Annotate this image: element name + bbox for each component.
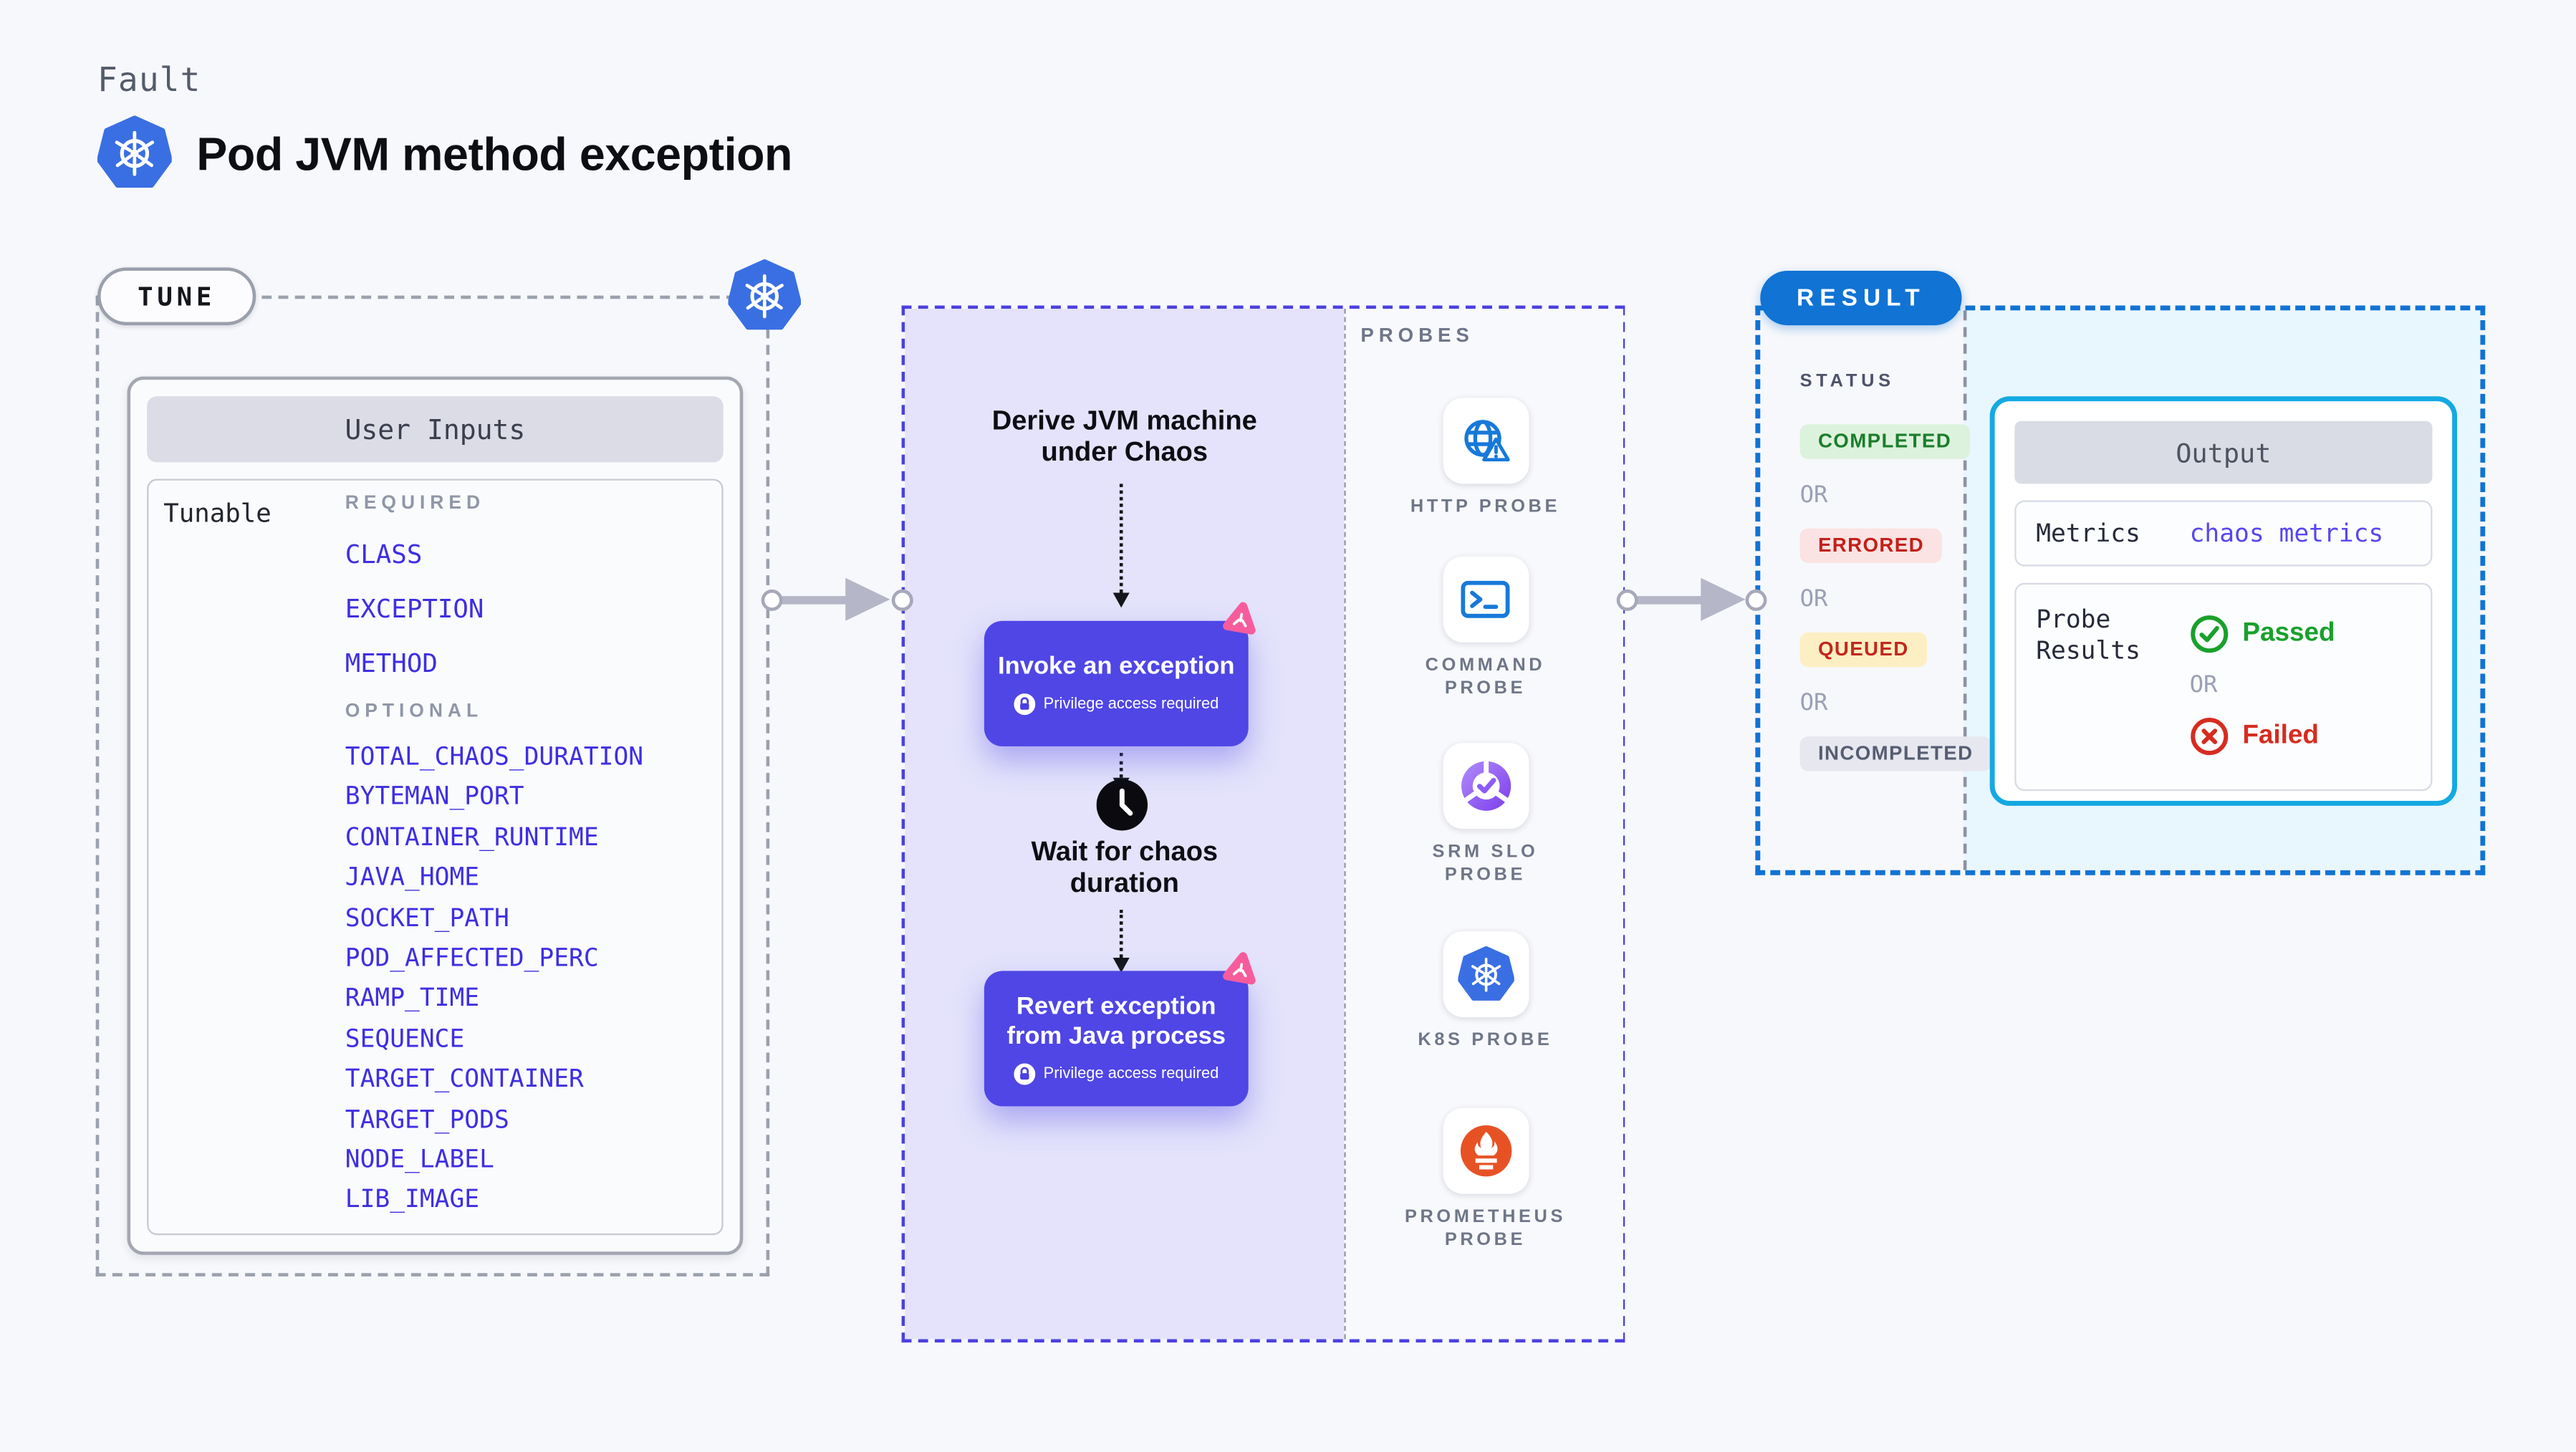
globe-alert-icon	[1442, 398, 1529, 484]
tunable-item-byteman_port: BYTEMAN_PORT	[345, 782, 524, 812]
revert-exception-node: Revert exception from Java process Privi…	[984, 971, 1249, 1107]
tunable-item-target_container: TARGET_CONTAINER	[345, 1063, 584, 1094]
or-label: OR	[1799, 482, 1828, 509]
terminal-icon	[1442, 556, 1529, 643]
probe-label: HTTP PROBE	[1410, 496, 1560, 517]
result-pill: RESULT	[1760, 271, 1962, 326]
probe-label: K8S PROBE	[1418, 1030, 1553, 1051]
or-label: OR	[1799, 690, 1828, 717]
tunable-item-java_home: JAVA_HOME	[345, 862, 480, 893]
status-badge-incompleted: INCOMPLETED	[1799, 736, 1991, 771]
probe-results-label: Probe Results	[2036, 604, 2140, 665]
page-title: Pod JVM method exception	[196, 128, 793, 181]
connector-dot	[760, 588, 782, 610]
flow-arrow-execution-to-result	[1635, 577, 1750, 621]
execution-flow-area: Derive JVM machine under Chaos Invoke an…	[905, 309, 1345, 1340]
wait-step-text: Wait for chaos duration	[1031, 837, 1219, 898]
probes-heading: PROBES	[1360, 323, 1474, 347]
privilege-note: Privilege access required	[1014, 1063, 1219, 1085]
group-label-optional: OPTIONAL	[345, 701, 484, 722]
connector-dot	[1615, 588, 1638, 610]
dotted-connector	[1119, 910, 1123, 958]
tunable-item-container_runtime: CONTAINER_RUNTIME	[345, 822, 599, 852]
tunable-item-ramp_time: RAMP_TIME	[345, 983, 480, 1013]
tunable-item-exception: EXCEPTION	[345, 594, 484, 625]
slo-gauge-icon	[1442, 743, 1529, 830]
probe-label: COMMAND PROBE	[1425, 655, 1546, 699]
tunable-item-target_pods: TARGET_PODS	[345, 1104, 509, 1134]
revert-node-title: Revert exception from Java process	[1006, 992, 1226, 1051]
status-heading: STATUS	[1799, 371, 1895, 392]
flow-arrow-tune-to-execution	[779, 577, 895, 621]
tunable-list: REQUIRED CLASS EXCEPTION METHOD OPTIONAL TOTA…	[345, 494, 643, 1212]
user-inputs-body: Tunable REQUIRED CLASS EXCEPTION METHOD OPTI…	[147, 479, 724, 1236]
output-title: Output	[2014, 420, 2433, 484]
connector-dot	[1745, 588, 1767, 610]
invoke-exception-node: Invoke an exception Privilege access req…	[984, 620, 1249, 746]
dotted-connector	[1119, 753, 1123, 778]
status-badge-completed: COMPLETED	[1799, 424, 1970, 459]
status-list: STATUS COMPLETED OR ERRORED OR QUEUED OR INCOMP…	[1799, 371, 1991, 796]
metrics-label: Metrics	[2036, 517, 2140, 548]
metrics-row: Metrics chaos metrics	[2014, 500, 2433, 567]
prometheus-icon	[1442, 1107, 1529, 1193]
probe-results-row: Probe Results Passed OR Failed	[2014, 582, 2433, 792]
group-label-required: REQUIRED	[345, 494, 486, 514]
failed-verdict: Failed	[2190, 716, 2319, 756]
tune-pill: TUNE	[97, 267, 256, 326]
user-inputs-card: User Inputs Tunable REQUIRED CLASS EXCEPTI…	[127, 376, 744, 1255]
probe-item-prometheus: PROMETHEUS PROBE	[1346, 1107, 1625, 1251]
kubernetes-icon	[727, 259, 802, 332]
tunable-label: Tunable	[163, 499, 271, 529]
probe-item-k8s: K8S PROBE	[1346, 931, 1625, 1052]
invoke-node-title: Invoke an exception	[997, 652, 1235, 681]
metrics-value: chaos metrics	[2189, 518, 2384, 549]
kubernetes-icon	[96, 115, 173, 190]
verdict-column: Passed OR Failed	[2190, 585, 2335, 756]
tunable-item-node_label: NODE_LABEL	[345, 1144, 494, 1174]
chaos-spark-icon	[1223, 951, 1258, 994]
connector-dot	[891, 588, 913, 610]
tunable-item-lib_image: LIB_IMAGE	[345, 1184, 480, 1214]
privilege-note: Privilege access required	[1014, 693, 1219, 716]
derive-step-text: Derive JVM machine under Chaos	[991, 406, 1257, 468]
or-label: OR	[2189, 672, 2218, 699]
probe-label: PROMETHEUS PROBE	[1404, 1206, 1566, 1249]
tunable-item-sequence: SEQUENCE	[345, 1023, 465, 1054]
chaos-spark-icon	[1223, 601, 1258, 644]
execution-panel: Derive JVM machine under Chaos Invoke an…	[901, 305, 1625, 1343]
passed-verdict: Passed	[2190, 615, 2335, 654]
status-badge-queued: QUEUED	[1799, 632, 1927, 668]
arrowhead-icon	[1112, 592, 1129, 608]
fault-kicker: Fault	[97, 59, 201, 100]
kubernetes-icon	[1442, 931, 1529, 1017]
dotted-connector	[1119, 484, 1123, 593]
tunable-item-socket_path: SOCKET_PATH	[345, 902, 509, 933]
arrowhead-icon	[1112, 957, 1129, 973]
output-card: Output Metrics chaos metrics Probe Resul…	[1989, 396, 2458, 806]
or-label: OR	[1799, 586, 1828, 613]
probe-item-srm-slo: SRM SLO PROBE	[1346, 743, 1625, 887]
tune-panel	[95, 295, 770, 1276]
tunable-item-class: CLASS	[345, 539, 423, 570]
user-inputs-title: User Inputs	[147, 396, 724, 463]
tunable-item-pod_affected_perc: POD_AFFECTED_PERC	[345, 943, 599, 973]
clock-icon	[1095, 779, 1147, 831]
probe-label: SRM SLO PROBE	[1432, 842, 1539, 885]
probe-item-http: HTTP PROBE	[1346, 398, 1625, 519]
status-badge-errored: ERRORED	[1799, 528, 1943, 564]
tunable-item-total_chaos_duration: TOTAL_CHAOS_DURATION	[345, 741, 644, 771]
tunable-item-method: METHOD	[345, 648, 438, 679]
probes-panel: PROBES HTTP PROBE COMMAND PROBE SRM SLO …	[1344, 309, 1625, 1340]
probe-item-command: COMMAND PROBE	[1346, 556, 1625, 701]
